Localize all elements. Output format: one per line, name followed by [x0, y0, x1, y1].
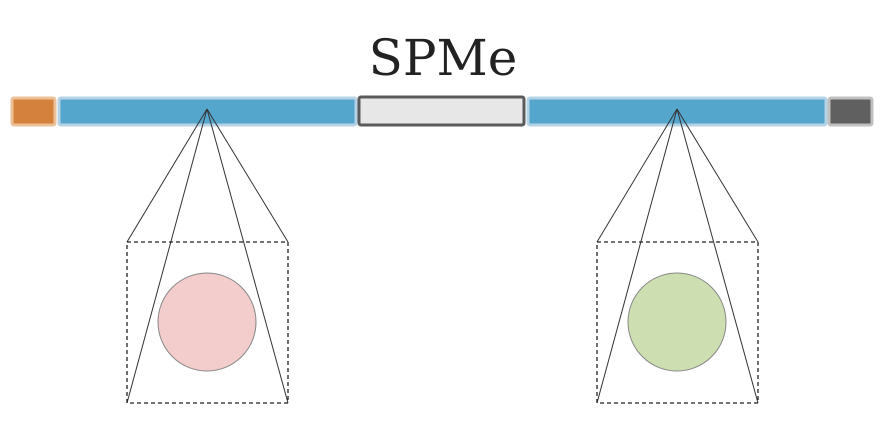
negative-particle-box: [126, 241, 289, 404]
positive-current-collector: [827, 96, 874, 127]
negative-current-collector: [10, 96, 57, 127]
diagram-title: SPMe: [369, 29, 518, 87]
negative-zoom-lines: [126, 108, 289, 404]
positive-particle-box: [596, 241, 759, 404]
negative-particle: [157, 272, 257, 372]
separator: [357, 95, 526, 127]
positive-zoom-lines: [596, 108, 759, 404]
positive-particle: [627, 272, 727, 372]
positive-electrode: [526, 96, 828, 127]
